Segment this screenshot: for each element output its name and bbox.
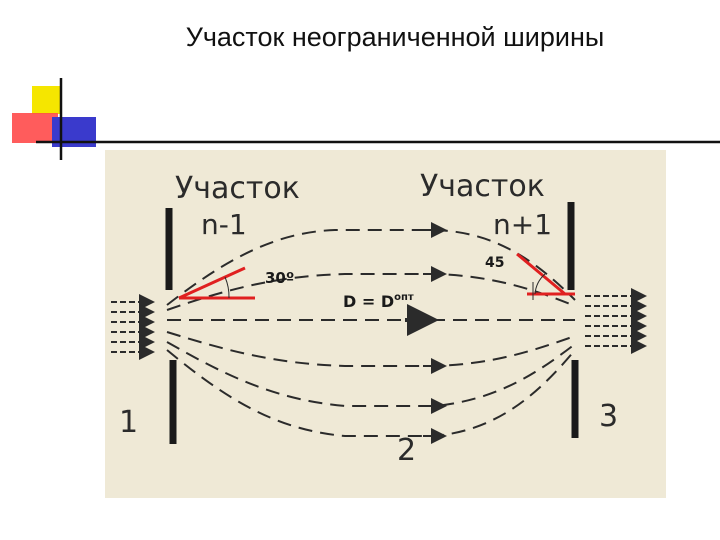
label-left-bottom: n-1 bbox=[201, 208, 247, 241]
zone-number-2: 2 bbox=[397, 433, 416, 468]
deco-red-square bbox=[12, 113, 58, 143]
traffic-flow-diagram: Участок n-1 Участок n+1 bbox=[105, 150, 666, 498]
density-label: D = Dопт bbox=[343, 292, 414, 311]
zone-number-1: 1 bbox=[119, 405, 138, 440]
angle-marker-left bbox=[178, 266, 255, 300]
label-right-bottom: n+1 bbox=[493, 208, 552, 241]
trajectory-arrows bbox=[405, 222, 447, 444]
outgoing-flow-arrows bbox=[585, 288, 647, 354]
angle-label-right: 45 bbox=[485, 255, 504, 271]
density-label-main: D = D bbox=[343, 292, 394, 311]
slide-corner-decoration bbox=[12, 78, 720, 160]
deco-yellow-square bbox=[32, 86, 60, 114]
zone-number-3: 3 bbox=[599, 399, 618, 434]
density-label-sup: опт bbox=[394, 292, 414, 303]
incoming-flow-arrows bbox=[111, 294, 155, 360]
label-right-top: Участок bbox=[420, 169, 545, 204]
label-left-top: Участок bbox=[175, 171, 300, 206]
angle-marker-right bbox=[516, 252, 575, 300]
flow-trajectories bbox=[166, 229, 576, 437]
slide-title: Участок неограниченной ширины bbox=[185, 22, 605, 52]
angle-label-left: 30º bbox=[265, 269, 294, 287]
